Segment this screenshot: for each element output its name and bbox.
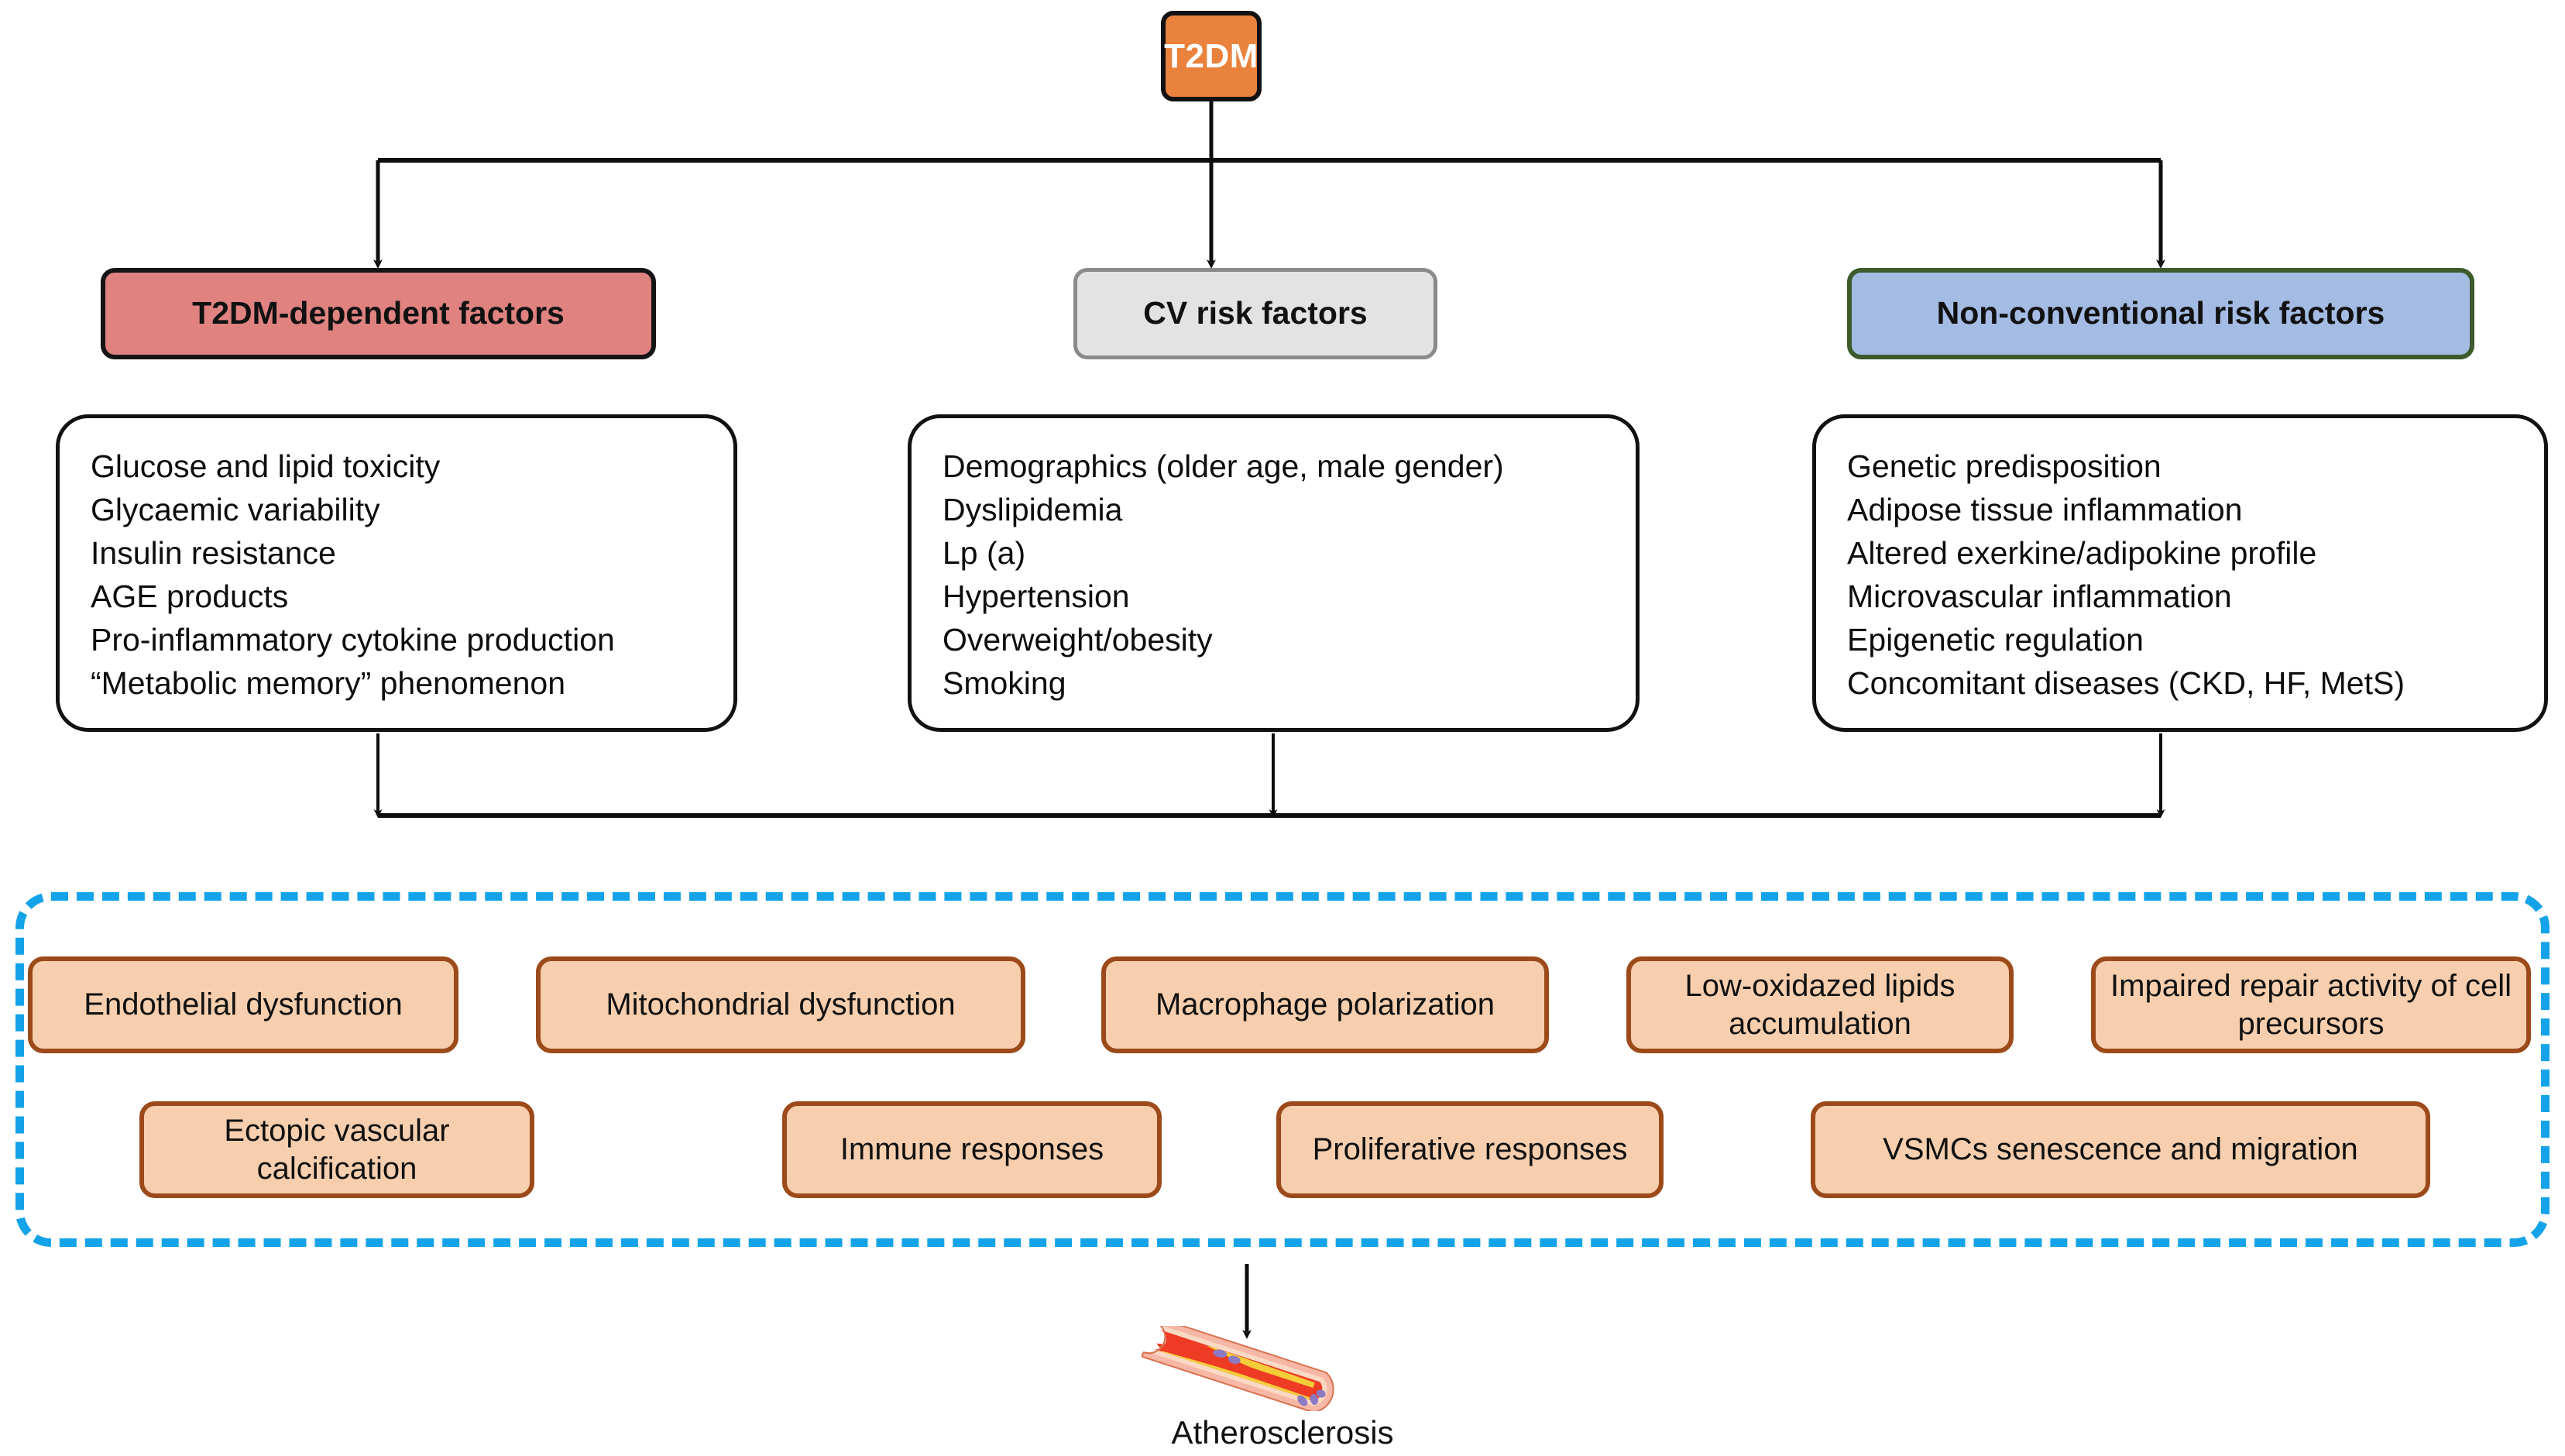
t2dm-label: T2DM [1164,36,1258,75]
mechanism-chip[interactable]: Ectopic vascular calcification [139,1101,534,1198]
t2dm-node[interactable]: T2DM [1161,11,1262,101]
artery-illustration [1130,1316,1362,1413]
category-header-t2dm-dependent[interactable]: T2DM-dependent factors [101,268,656,359]
list-item: “Metabolic memory” phenomenon [91,665,565,701]
mechanism-chip[interactable]: Low-oxidazed lipids accumulation [1626,956,2014,1053]
artery-cross-section-icon [1141,1316,1334,1413]
list-item: Demographics (older age, male gender) [943,448,1504,484]
list-item: Adipose tissue inflammation [1847,492,2243,527]
list-item: Dyslipidemia [943,492,1123,527]
mechanism-chip[interactable]: Macrophage polarization [1101,956,1549,1053]
category-header-non-conventional[interactable]: Non-conventional risk factors [1847,268,2474,359]
list-item: Overweight/obesity [943,622,1213,658]
mechanism-chip[interactable]: Immune responses [782,1101,1162,1198]
outcome-label: Atherosclerosis [1171,1414,1394,1451]
mechanism-chip[interactable]: VSMCs senescence and migration [1811,1101,2430,1198]
list-item: Epigenetic regulation [1847,622,2144,658]
list-item: Insulin resistance [91,535,336,571]
list-item: Hypertension [943,579,1130,614]
factor-list-t2dm-dependent: Glucose and lipid toxicity Glycaemic var… [56,414,737,732]
list-item: Smoking [943,665,1066,701]
mechanism-chip[interactable]: Impaired repair activity of cell precurs… [2091,956,2531,1053]
factor-list-cv-risk: Demographics (older age, male gender) Dy… [908,414,1640,732]
list-item: AGE products [91,579,289,614]
category-header-cv-risk[interactable]: CV risk factors [1073,268,1437,359]
list-item: Altered exerkine/adipokine profile [1847,535,2317,571]
mechanism-chip[interactable]: Endothelial dysfunction [28,956,458,1053]
factor-list-non-conventional: Genetic predisposition Adipose tissue in… [1812,414,2548,732]
mechanism-chip[interactable]: Mitochondrial dysfunction [536,956,1025,1053]
mechanisms-container [15,892,2550,1247]
list-item: Lp (a) [943,535,1026,571]
list-item: Concomitant diseases (CKD, HF, MetS) [1847,665,2405,701]
list-item: Glycaemic variability [91,492,380,527]
list-item: Microvascular inflammation [1847,579,2232,614]
mechanism-chip[interactable]: Proliferative responses [1276,1101,1664,1198]
list-item: Genetic predisposition [1847,448,2162,484]
list-item: Glucose and lipid toxicity [91,448,441,484]
list-item: Pro-inflammatory cytokine production [91,622,615,658]
